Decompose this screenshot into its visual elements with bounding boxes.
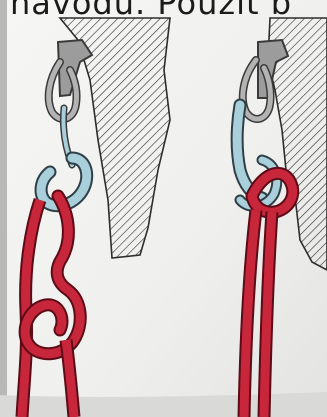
- page-left-edge: [0, 0, 7, 417]
- cropped-caption-text: návodu. Použít b: [10, 0, 327, 21]
